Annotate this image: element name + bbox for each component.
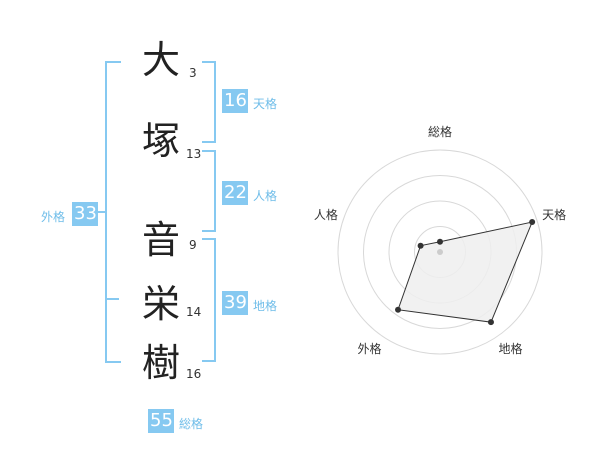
radar-axis-label-2: 天格	[542, 207, 566, 222]
name-char-4: 栄	[142, 282, 181, 326]
chikaku-bracket	[202, 238, 216, 362]
radar-axis-label-5: 人格	[314, 207, 338, 222]
stroke-count-5: 16	[186, 367, 202, 381]
name-char-1: 大	[142, 38, 181, 82]
gaikaku-bracket	[105, 61, 121, 363]
soukaku-value-badge: 55	[148, 409, 174, 433]
chikaku-value-badge: 39	[222, 291, 248, 315]
radar-center-dot	[437, 249, 443, 255]
gaikaku-bracket-connector	[97, 211, 105, 213]
jinkaku-label: 人格	[253, 189, 278, 203]
soukaku-label: 総格	[179, 417, 204, 431]
name-char-5: 樹	[142, 341, 181, 385]
stroke-count-2: 13	[186, 147, 202, 161]
tenkaku-bracket	[202, 61, 216, 143]
radar-point-4	[395, 306, 402, 313]
gaikaku-bracket-middle-tick	[105, 298, 119, 300]
radar-axis-label-3: 地格	[498, 341, 522, 356]
name-char-2: 塚	[142, 119, 181, 163]
stroke-count-1: 3	[189, 66, 197, 80]
chikaku-label: 地格	[253, 299, 278, 313]
name-char-3: 音	[142, 218, 181, 262]
radar-point-1	[437, 238, 443, 245]
radar-point-5	[417, 242, 424, 249]
tenkaku-value-badge: 16	[222, 89, 248, 113]
stroke-count-4: 14	[186, 305, 202, 319]
stroke-count-3: 9	[189, 238, 197, 252]
jinkaku-value-badge: 22	[222, 181, 248, 205]
gaikaku-label: 外格	[41, 210, 66, 224]
radar-point-3	[487, 319, 494, 326]
tenkaku-label: 天格	[253, 97, 278, 111]
radar-ring	[337, 149, 543, 355]
radar-series-area	[397, 221, 533, 323]
radar-point-2	[529, 219, 536, 226]
jinkaku-bracket	[202, 150, 216, 232]
gaikaku-value-badge: 33	[72, 202, 98, 226]
radar-axis-label-1: 総格	[428, 124, 452, 139]
radar-axis-label-4: 外格	[357, 341, 381, 356]
